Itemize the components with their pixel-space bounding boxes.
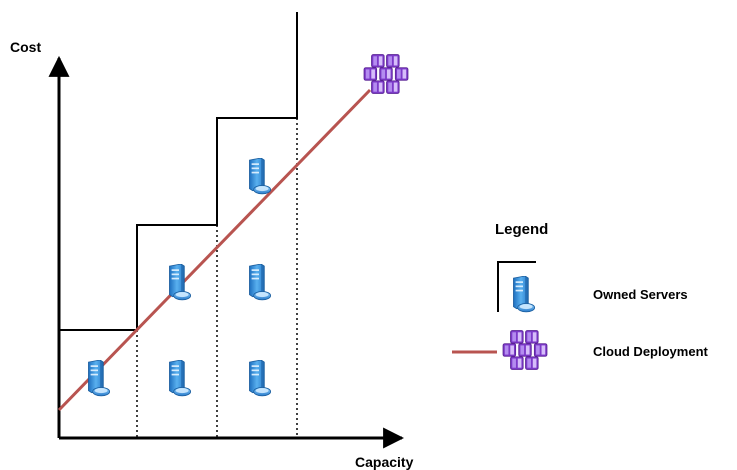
server-icon xyxy=(248,158,272,195)
legend-title: Legend xyxy=(495,221,548,238)
x-axis-label: Capacity xyxy=(355,454,414,470)
server-icon xyxy=(168,264,192,301)
cloud-cluster-icon xyxy=(503,331,547,370)
server-icon xyxy=(512,276,536,313)
y-axis-label: Cost xyxy=(10,39,41,55)
legend-owned-servers-swatch xyxy=(497,261,536,312)
server-icon xyxy=(248,360,272,397)
legend-owned-servers-label: Owned Servers xyxy=(593,287,688,302)
legend-cloud-deployment-label: Cloud Deployment xyxy=(593,344,709,359)
cloud-deployment-line xyxy=(57,88,372,412)
server-icon xyxy=(248,264,272,301)
server-icon xyxy=(87,360,111,397)
cloud-cluster-icon xyxy=(364,55,408,94)
server-icon xyxy=(168,360,192,397)
